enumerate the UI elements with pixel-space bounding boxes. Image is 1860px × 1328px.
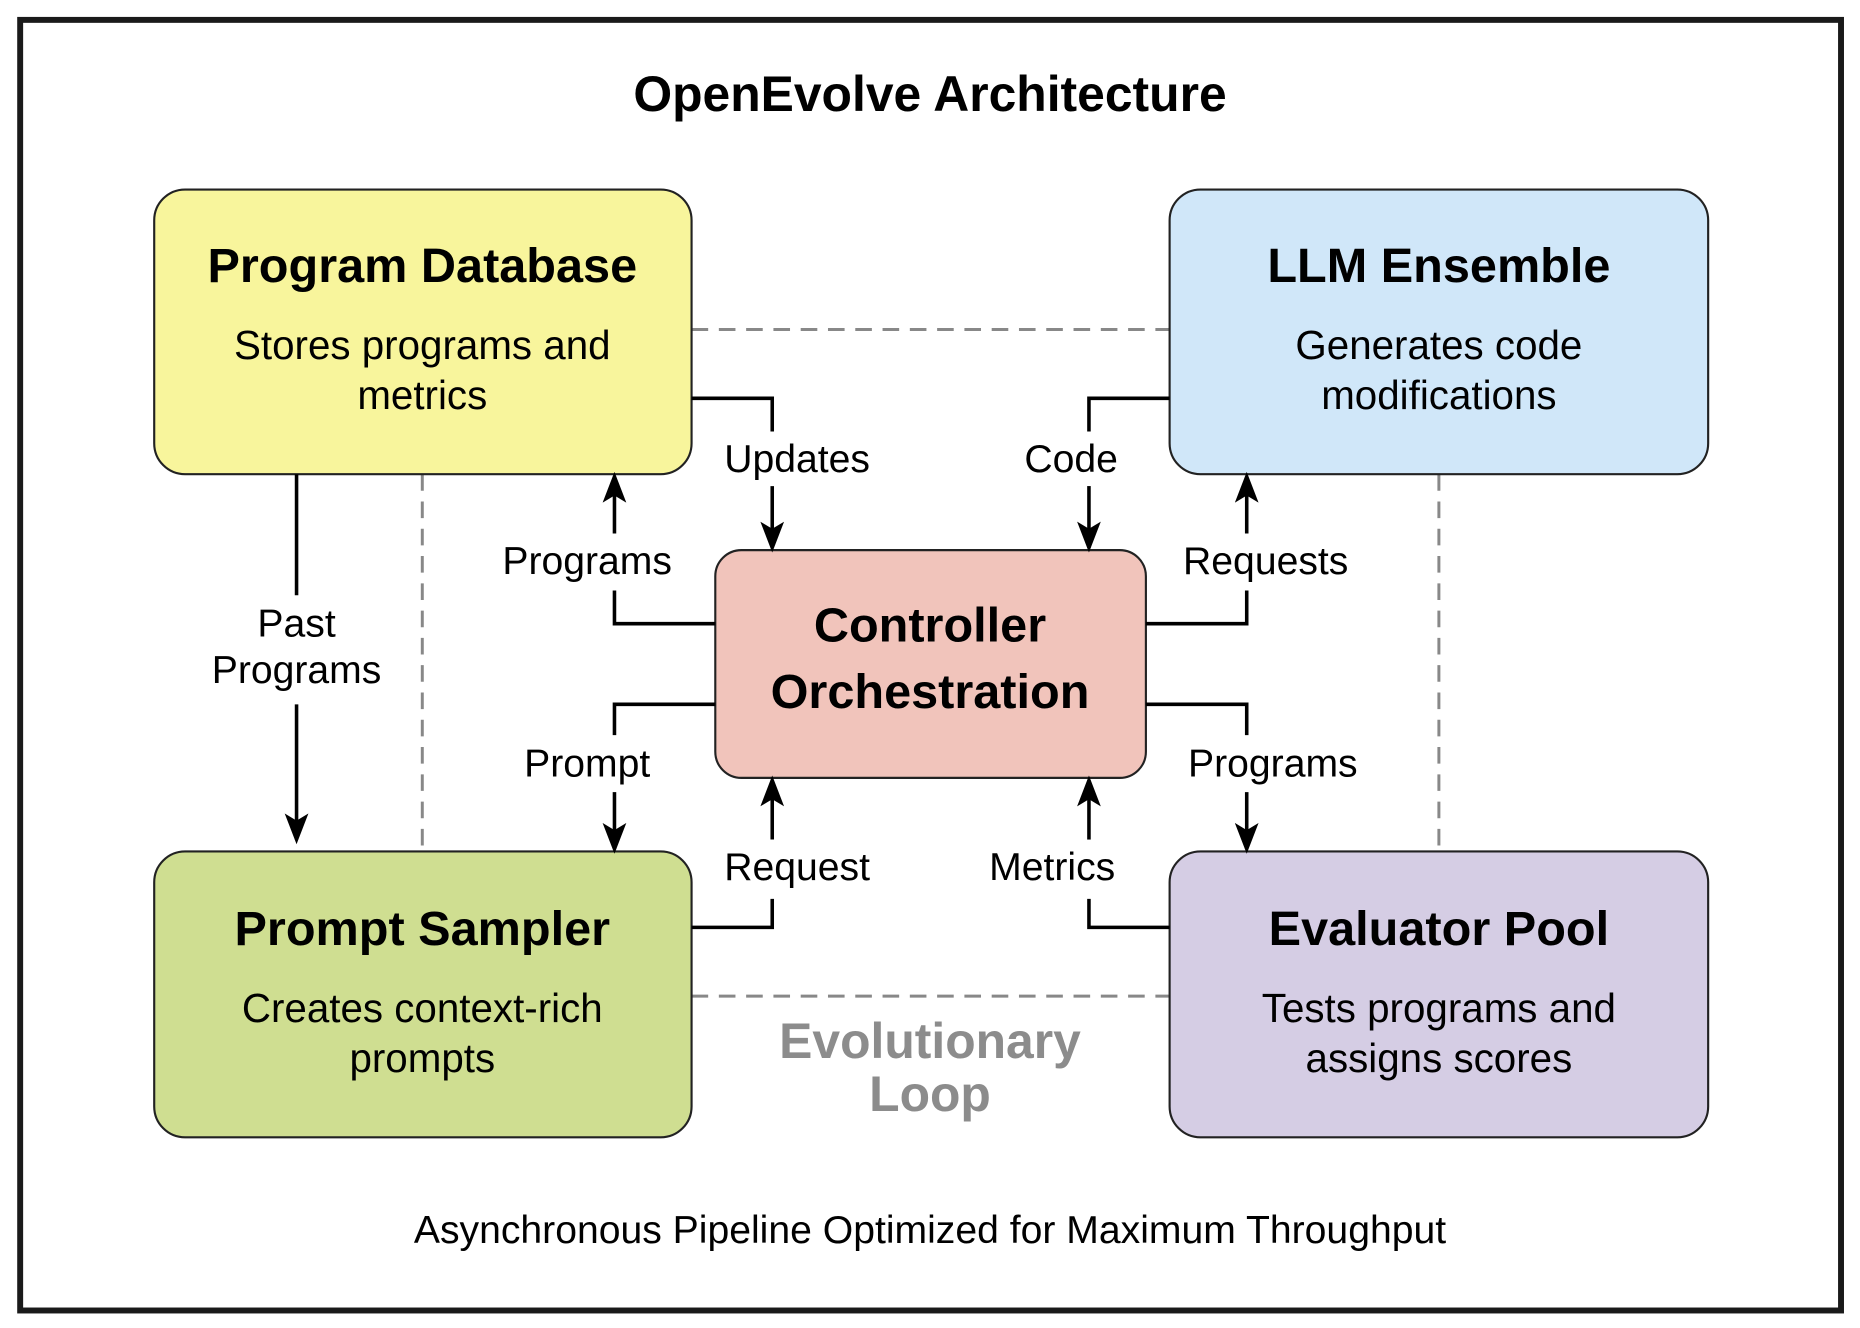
edge-metrics: Metrics (989, 775, 1170, 930)
loop-label-line2: Loop (869, 1066, 991, 1122)
llm-ensemble-title: LLM Ensemble (1267, 239, 1610, 293)
evaluator-pool-desc-line1: Tests programs and (1262, 985, 1616, 1031)
edge-label-code: Code (1024, 438, 1118, 481)
edge-programs-to-evaluator: Programs (1145, 702, 1358, 854)
evolutionary-loop-lines (420, 328, 1441, 998)
edge-request: Request (691, 775, 870, 930)
llm-ensemble-box[interactable]: LLM Ensemble Generates code modification… (1168, 188, 1710, 476)
edge-label-request: Request (724, 846, 870, 889)
llm-ensemble-desc-line1: Generates code (1295, 322, 1582, 368)
prompt-sampler-desc-line2: prompts (349, 1035, 495, 1081)
edge-label-past: Past (257, 603, 335, 646)
program-database-title: Program Database (207, 239, 637, 293)
program-database-box[interactable]: Program Database Stores programs and met… (153, 188, 693, 476)
controller-box[interactable]: Controller Orchestration (714, 549, 1147, 779)
loop-label-line1: Evolutionary (779, 1013, 1081, 1069)
edge-label-programs-db: Programs (502, 540, 672, 583)
edge-programs-to-db: Programs (502, 471, 716, 626)
controller-title-line2: Orchestration (771, 665, 1090, 719)
edge-past-programs: Past Programs (212, 474, 382, 845)
diagram-title: OpenEvolve Architecture (633, 66, 1226, 122)
prompt-sampler-desc-line1: Creates context-rich (242, 985, 603, 1031)
llm-ensemble-desc-line2: modifications (1321, 372, 1556, 418)
prompt-sampler-box[interactable]: Prompt Sampler Creates context-rich prom… (153, 850, 693, 1139)
controller-title-line1: Controller (814, 598, 1046, 652)
evaluator-pool-title: Evaluator Pool (1269, 902, 1609, 956)
prompt-sampler-title: Prompt Sampler (234, 902, 610, 956)
evaluator-pool-desc-line2: assigns scores (1306, 1035, 1573, 1081)
edge-code: Code (1024, 396, 1170, 553)
edge-requests: Requests (1145, 471, 1348, 626)
edge-label-prompt: Prompt (524, 743, 650, 786)
program-database-desc-line1: Stores programs and (234, 322, 611, 368)
footer-caption: Asynchronous Pipeline Optimized for Maxi… (414, 1209, 1446, 1252)
edge-label-metrics: Metrics (989, 846, 1115, 889)
edge-updates: Updates (691, 396, 870, 553)
evaluator-pool-box[interactable]: Evaluator Pool Tests programs and assign… (1168, 850, 1710, 1139)
edge-label-updates: Updates (724, 438, 870, 481)
edge-label-requests: Requests (1183, 540, 1348, 583)
edge-prompt: Prompt (524, 702, 716, 854)
edge-label-programs-past: Programs (212, 649, 382, 692)
program-database-desc-line2: metrics (357, 372, 487, 418)
edge-label-programs-eval: Programs (1188, 743, 1358, 786)
